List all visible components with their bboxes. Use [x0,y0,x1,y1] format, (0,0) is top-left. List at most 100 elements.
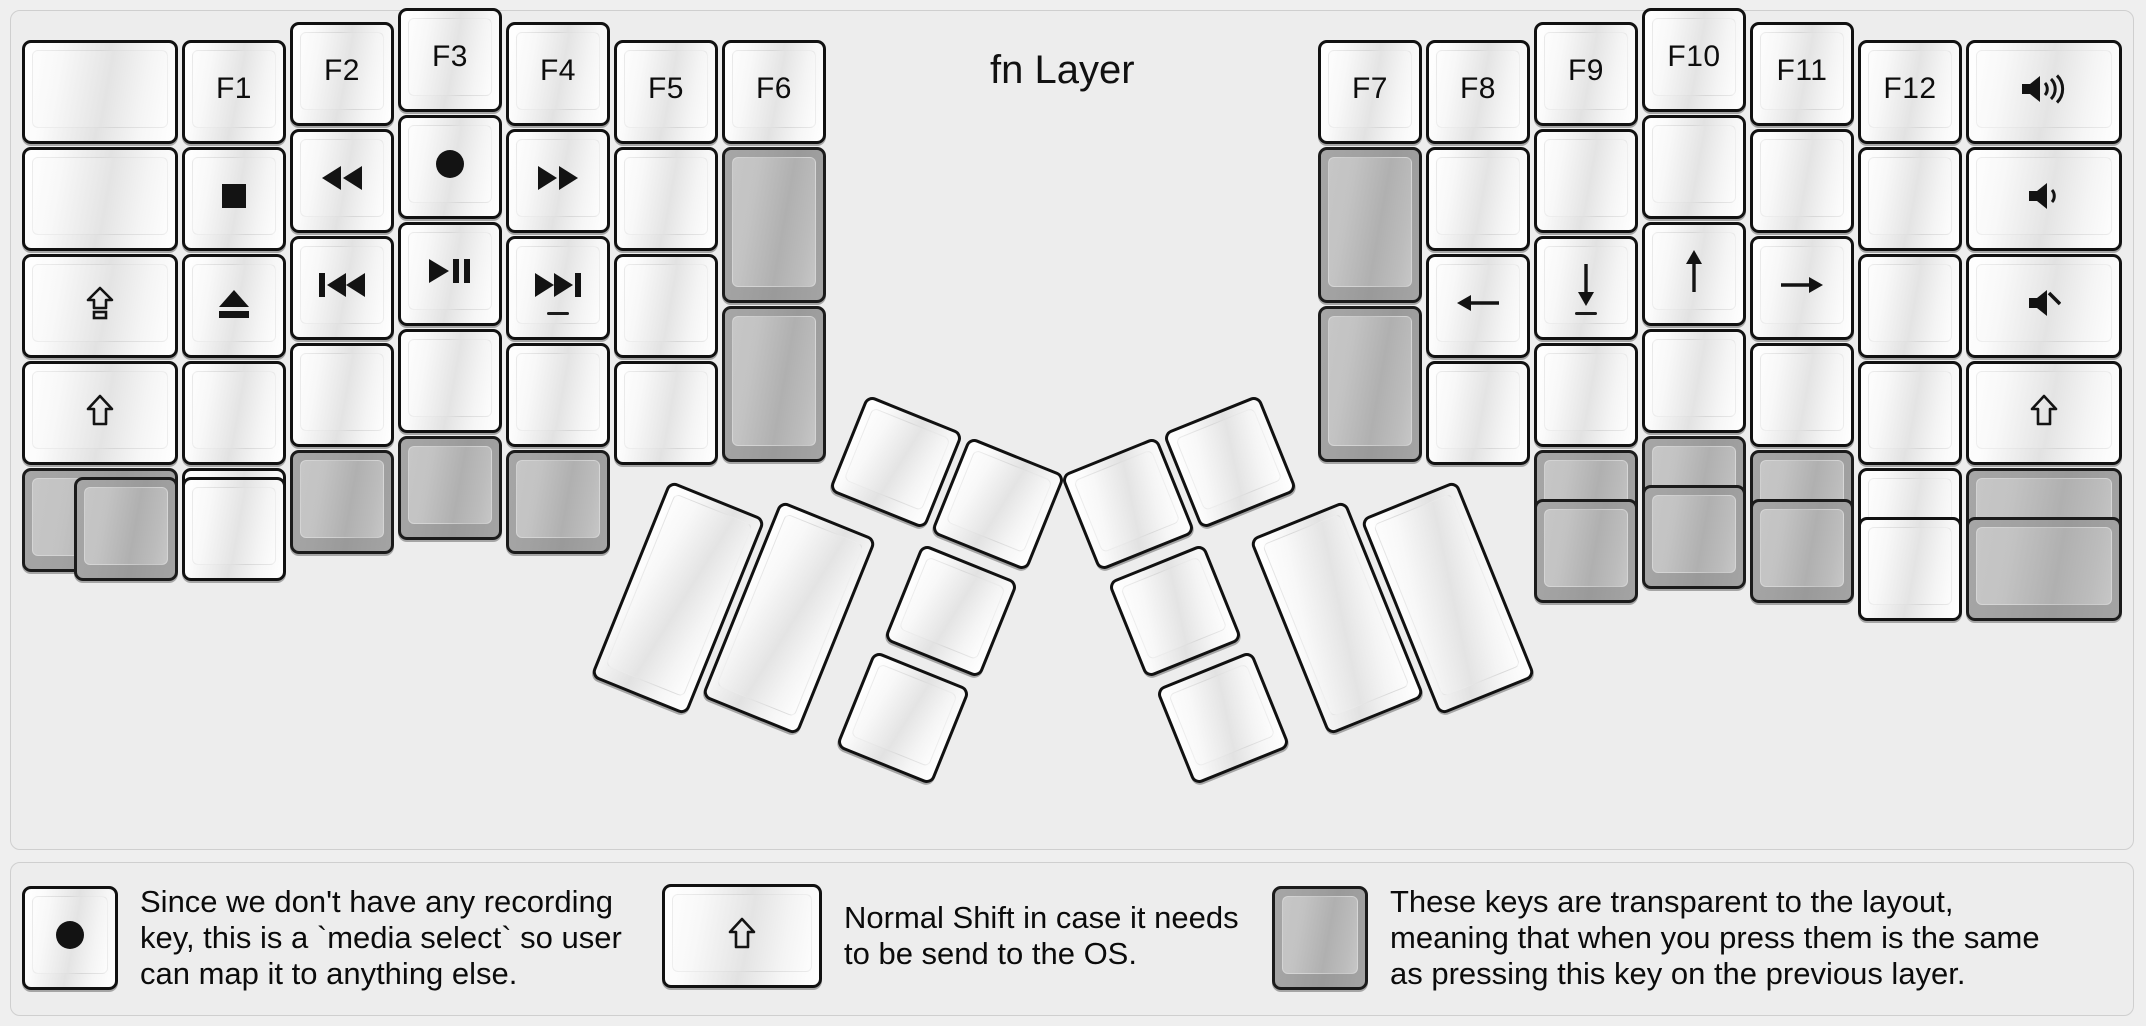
keycap-surface [408,446,492,524]
left-bottom-blank-1[interactable] [182,477,286,581]
keycap-label: F8 [1459,72,1496,105]
keycap-label [1437,158,1519,234]
left-col-f3-r0[interactable]: F3 [398,8,502,112]
left-col-f2-r4[interactable] [290,450,394,554]
left-col-f5-r1[interactable] [614,147,718,251]
keycap-surface [1868,527,1952,605]
keycap-surface [32,50,168,128]
left-col-f3-r2[interactable] [398,222,502,326]
right-col-outer-right-r0[interactable] [1966,40,2122,144]
left-col-outer-r2[interactable] [22,254,178,358]
left-col-f5-r2[interactable] [614,254,718,358]
left-col-f4-r4[interactable] [506,450,610,554]
right-col-f12-r2[interactable] [1858,254,1962,358]
right-col-f7-r1[interactable] [1318,147,1422,303]
keycap-surface [1652,125,1736,203]
left-col-f6-r0[interactable]: F6 [722,40,826,144]
left-col-f6-r1[interactable] [722,147,826,303]
right-col-f9-r3[interactable] [1534,343,1638,447]
right-col-f11-r0[interactable]: F11 [1750,22,1854,126]
keycap-surface [850,663,958,768]
keycap-label: F1 [215,72,252,105]
right-col-f8-r2[interactable] [1426,254,1530,358]
left-col-outer-r3[interactable] [22,361,178,465]
right-col-f12-r3[interactable] [1858,361,1962,465]
keycap-label: F9 [1567,54,1604,87]
left-col-f2-r0[interactable]: F2 [290,22,394,126]
left-col-f6-r2[interactable] [722,306,826,462]
left-col-f1-r1[interactable] [182,147,286,251]
left-col-f3-r4[interactable] [398,436,502,540]
right-col-f9-r0[interactable]: F9 [1534,22,1638,126]
right-col-f8-r3[interactable] [1426,361,1530,465]
keycap-label [1545,354,1627,430]
left-col-outer-r1[interactable] [22,147,178,251]
left-col-f4-r1[interactable] [506,129,610,233]
right-col-f11-r2[interactable] [1750,236,1854,340]
legend-media-select-keycap [22,885,118,990]
keycap-surface [1760,139,1844,217]
right-col-f10-r1[interactable] [1642,115,1746,219]
keycap-label [852,665,956,766]
left-col-f1-r0[interactable]: F1 [182,40,286,144]
right-col-f12-r1[interactable] [1858,147,1962,251]
keycap-surface [1544,509,1628,587]
right-col-f12-r0[interactable]: F12 [1858,40,1962,144]
left-col-f4-r0[interactable]: F4 [506,22,610,126]
right-col-f9-r2[interactable] [1534,236,1638,340]
right-bottom-transparent-f10[interactable] [1642,485,1746,589]
right-bottom-transparent-f11[interactable] [1750,499,1854,603]
keycap-surface [1976,527,2112,605]
keycap-label [193,488,275,564]
keycap-surface [516,246,600,324]
left-col-f1-r2[interactable] [182,254,286,358]
keycap-label [1122,558,1226,659]
left-col-f4-r3[interactable] [506,343,610,447]
keycap-surface [192,157,276,235]
left-col-f5-r0[interactable]: F5 [614,40,718,144]
keycap-surface [1544,353,1628,431]
left-bottom-transparent-1[interactable] [74,477,178,581]
keycap-label [1761,140,1843,216]
right-bottom-transparent-f9[interactable] [1534,499,1638,603]
keycap-surface: F1 [192,50,276,128]
left-col-f1-r3[interactable] [182,361,286,465]
keycap-surface [516,460,600,538]
right-col-f10-r3[interactable] [1642,329,1746,433]
right-col-f11-r1[interactable] [1750,129,1854,233]
left-col-f5-r3[interactable] [614,361,718,465]
keycap-surface [1760,353,1844,431]
left-col-f4-r2[interactable] [506,236,610,340]
right-col-f8-r0[interactable]: F8 [1426,40,1530,144]
left-col-f2-r1[interactable] [290,129,394,233]
keycap-surface [843,407,951,512]
right-col-f10-r0[interactable]: F10 [1642,8,1746,112]
right-col-f7-r0[interactable]: F7 [1318,40,1422,144]
right-bottom-transparent-outer[interactable] [1966,517,2122,621]
keycap-label [733,158,815,286]
keycap-label: F2 [323,54,360,87]
keycap-label: F5 [647,72,684,105]
legend-transparent-text: These keys are transparent to the layout… [1390,884,2040,991]
right-col-f11-r3[interactable] [1750,343,1854,447]
keycap-surface: F5 [624,50,708,128]
right-col-f10-r2[interactable] [1642,222,1746,326]
arrow-left-icon [1437,265,1519,341]
keycap-label [1437,372,1519,448]
right-col-f7-r2[interactable] [1318,306,1422,462]
left-col-f3-r3[interactable] [398,329,502,433]
right-bottom-blank-f12[interactable] [1858,517,1962,621]
right-col-outer-right-r2[interactable] [1966,254,2122,358]
keycap-label: F11 [1776,54,1828,87]
media-play-pause-icon [409,233,491,309]
left-col-f2-r2[interactable] [290,236,394,340]
right-col-outer-right-r1[interactable] [1966,147,2122,251]
right-col-f8-r1[interactable] [1426,147,1530,251]
keycap-label: F7 [1351,72,1388,105]
left-col-f2-r3[interactable] [290,343,394,447]
left-col-f3-r1[interactable] [398,115,502,219]
right-col-outer-right-r3[interactable] [1966,361,2122,465]
right-col-f9-r1[interactable] [1534,129,1638,233]
left-col-outer-r0[interactable] [22,40,178,144]
keycap-surface [1073,449,1181,554]
